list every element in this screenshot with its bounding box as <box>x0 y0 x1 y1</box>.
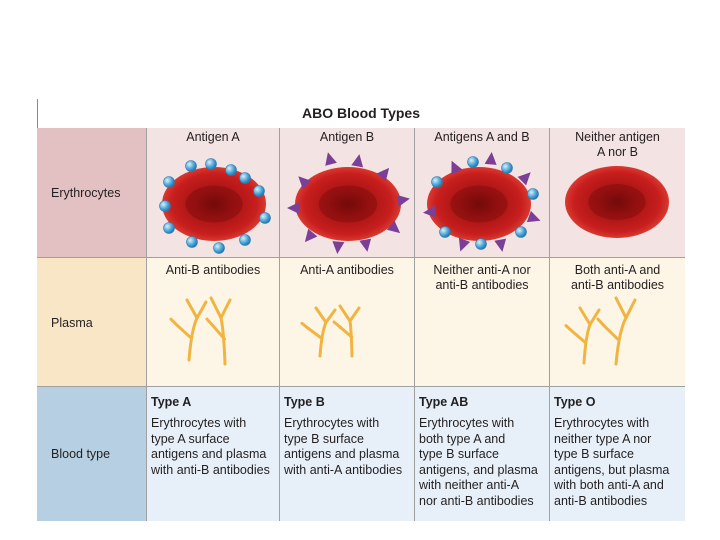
erythrocyte-cell <box>295 167 401 241</box>
antigen-a-marker <box>515 226 527 238</box>
antigen-a-marker <box>253 185 265 197</box>
antigen-a-heading: Antigen A <box>186 130 240 144</box>
antigen-b-marker <box>332 241 345 254</box>
antigen-b-marker <box>376 167 390 182</box>
antibody <box>332 304 361 358</box>
erythrocyte-center <box>185 185 243 223</box>
anti-b-antibodies-heading: Anti-B antibodies <box>165 263 261 277</box>
type-ab-plasma-cell: Neither anti-A nor anti-B antibodies <box>414 258 549 387</box>
erythrocytes-row-label: Erythrocytes <box>37 128 146 257</box>
type-o-description: Erythrocytes with neither type A nor typ… <box>554 416 670 508</box>
figure-title: ABO Blood Types <box>37 99 685 129</box>
erythrocytes-row: Erythrocytes Antigen A Antigen B Antigen… <box>37 128 685 257</box>
erythrocyte-center <box>588 184 646 220</box>
type-ab-erythrocyte <box>423 152 541 252</box>
type-a-heading: Type A <box>151 395 192 409</box>
type-o-erythrocyte <box>565 166 669 238</box>
type-a-plasma-cell: Anti-B antibodies <box>146 258 279 387</box>
antigen-b-marker <box>526 210 541 223</box>
type-o-heading: Type O <box>554 395 596 409</box>
type-b-cell: Type B Erythrocytes with type B surface … <box>279 387 414 521</box>
antigen-b-marker <box>396 194 410 207</box>
antigen-b-marker <box>494 238 507 252</box>
type-b-heading: Type B <box>284 395 325 409</box>
anti-a-antibody-illustration <box>300 304 361 358</box>
antigen-a-marker <box>185 160 197 172</box>
antigen-a-marker <box>186 236 198 248</box>
antigen-a-marker <box>431 176 443 188</box>
antibody <box>205 296 232 366</box>
antigen-b-marker <box>423 205 436 218</box>
type-a-cell: Type A Erythrocytes with type A surface … <box>146 387 279 521</box>
type-b-description: Erythrocytes with type B surface antigen… <box>284 416 403 477</box>
type-a-erythrocyte-cell: Antigen A <box>146 128 279 257</box>
abo-blood-types-figure: ABO Blood Types Erythrocytes Antigen A A… <box>37 99 685 521</box>
erythrocyte-cell <box>162 167 266 241</box>
plasma-row: Plasma Anti-B antibodies Anti-A antibodi… <box>37 257 685 387</box>
antigen-b-marker <box>325 152 337 166</box>
anti-b-antibody-illustration <box>169 296 232 366</box>
antigen-b-marker <box>298 176 312 190</box>
antigen-b-marker <box>287 202 300 214</box>
type-ab-heading: Type AB <box>419 395 469 409</box>
blood-type-row: Blood type Type A Erythrocytes with type… <box>37 386 685 521</box>
antigen-a-marker <box>475 238 487 250</box>
type-b-erythrocyte-cell: Antigen B <box>279 128 414 257</box>
antigen-a-marker <box>205 158 217 170</box>
antigen-b-heading: Antigen B <box>319 130 375 144</box>
antigen-b-marker <box>304 228 318 243</box>
antigen-a-marker <box>213 242 225 254</box>
neither-antibody-heading: Neither anti-A nor anti-B antibodies <box>433 263 531 292</box>
antigen-a-marker <box>163 222 175 234</box>
antigen-a-marker <box>259 212 271 224</box>
type-o-erythrocyte-cell: Neither antigen A nor B <box>549 128 685 257</box>
type-ab-cell: Type AB Erythrocytes with both type A an… <box>414 387 549 521</box>
erythrocyte-center <box>318 185 378 223</box>
antigen-a-marker <box>239 172 251 184</box>
erythrocyte-center <box>450 185 508 223</box>
antigen-b-marker <box>458 237 471 252</box>
type-a-erythrocyte <box>159 158 271 254</box>
both-antibodies-heading: Both anti-A and anti-B antibodies <box>570 263 665 292</box>
both-antibody-illustration <box>564 296 637 366</box>
type-o-plasma-cell: Both anti-A and anti-B antibodies <box>549 258 685 387</box>
erythrocyte-cell <box>427 167 531 241</box>
antibody <box>596 296 637 366</box>
erythrocyte-cell <box>565 166 669 238</box>
antigen-a-marker <box>527 188 539 200</box>
antigen-a-marker <box>439 226 451 238</box>
antigen-a-marker <box>239 234 251 246</box>
antigen-b-marker <box>351 154 364 168</box>
antibody <box>564 306 601 365</box>
plasma-row-label: Plasma <box>37 258 146 387</box>
antigen-a-marker <box>163 176 175 188</box>
antibody <box>169 298 208 362</box>
antigen-b-marker <box>386 220 401 234</box>
antigen-a-marker <box>159 200 171 212</box>
neither-antigen-heading: Neither antigen A nor B <box>575 130 660 159</box>
anti-a-antibodies-heading: Anti-A antibodies <box>300 263 394 277</box>
antigen-a-marker <box>225 164 237 176</box>
type-b-erythrocyte <box>287 152 410 254</box>
type-o-cell: Type O Erythrocytes with neither type A … <box>549 387 685 521</box>
type-b-plasma-cell: Anti-A antibodies <box>279 258 414 387</box>
type-ab-description: Erythrocytes with both type A and type B… <box>419 416 538 508</box>
antigen-b-marker <box>359 238 372 252</box>
type-ab-erythrocyte-cell: Antigens A and B <box>414 128 549 257</box>
blood-type-row-label: Blood type <box>37 387 146 521</box>
antibody <box>300 306 337 358</box>
antigen-b-marker <box>484 152 497 165</box>
antigen-b-marker <box>517 172 531 186</box>
antigen-a-marker <box>501 162 513 174</box>
antigens-a-and-b-heading: Antigens A and B <box>434 130 530 144</box>
type-a-description: Erythrocytes with type A surface antigen… <box>151 416 270 477</box>
antigen-b-marker <box>451 160 463 175</box>
antigen-a-marker <box>467 156 479 168</box>
